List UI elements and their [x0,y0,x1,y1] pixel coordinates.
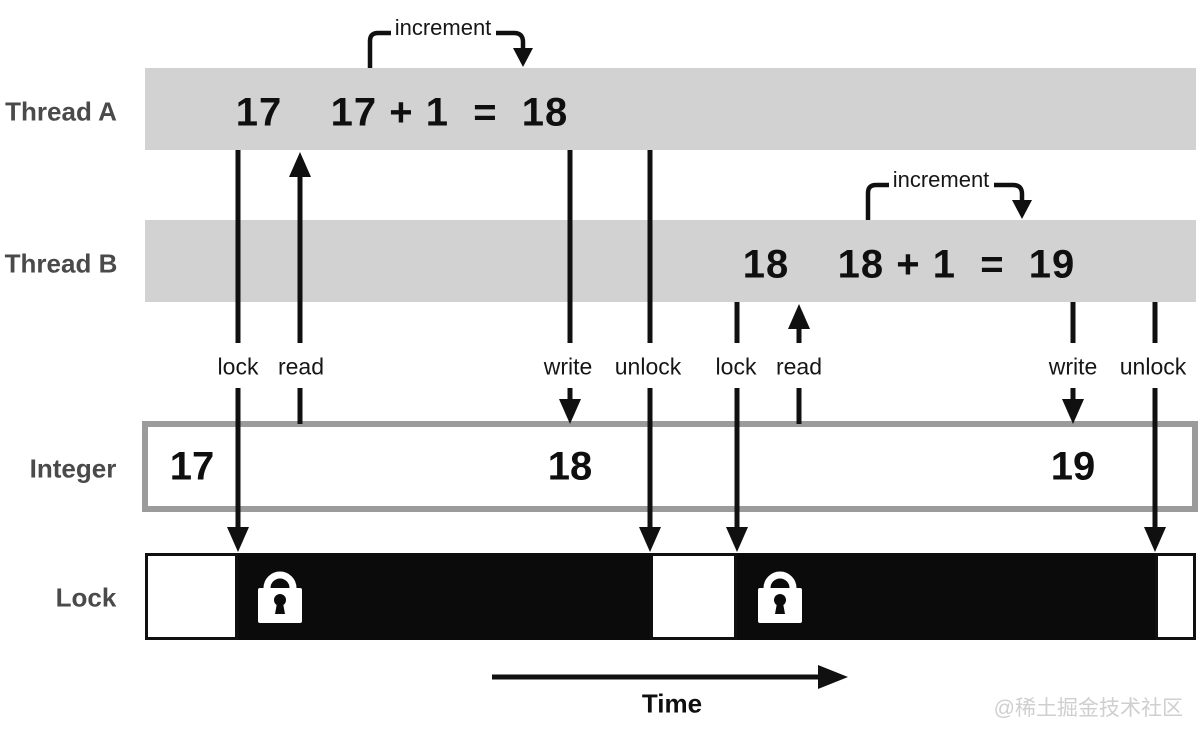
thread-a-increment-label: increment [394,15,492,40]
thread-a-expression: 17 17 + 1 = 18 [235,90,569,135]
thread-b-op-unlock-label: unlock [1119,353,1187,380]
thread-b-increment-label: increment [892,167,990,192]
lock-held-segment-1 [238,553,650,640]
thread-a-label: Thread A [5,96,117,127]
time-axis-arrow [492,665,848,689]
integer-value-18: 18 [547,444,593,489]
thread-b-op-lock-label: lock [715,353,757,380]
thread-a-op-unlock-label: unlock [614,353,682,380]
lock-row-label: Lock [55,582,117,613]
thread-a-op-lock-label: lock [217,353,259,380]
integer-value-17: 17 [169,444,215,489]
thread-a-op-write-label: write [543,353,593,380]
thread-b-timeline-bar [145,220,1196,302]
time-axis-label: Time [641,688,703,719]
thread-b-op-read-label: read [775,353,823,380]
thread-a-op-read-label: read [277,353,325,380]
integer-row-label: Integer [29,453,117,484]
thread-a-timeline-bar [145,68,1196,150]
thread-b-label: Thread B [4,248,118,279]
thread-b-expression: 18 18 + 1 = 19 [742,242,1076,287]
integer-value-box [142,421,1198,512]
lock-free-segment-2 [650,553,737,640]
lock-free-segment-3 [1155,553,1196,640]
thread-b-op-write-label: write [1048,353,1098,380]
lock-held-segment-2 [737,553,1155,640]
watermark-text: @稀土掘金技术社区 [993,697,1183,720]
lock-free-segment-1 [145,553,238,640]
integer-value-19: 19 [1050,444,1096,489]
